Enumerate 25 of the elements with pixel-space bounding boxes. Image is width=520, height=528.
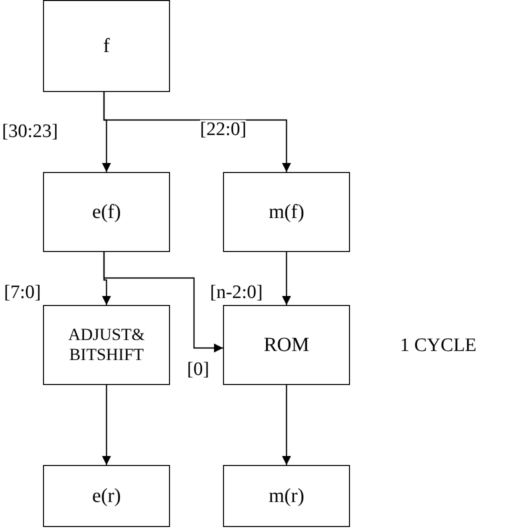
timing-note: 1 CYCLE <box>400 335 477 357</box>
block-box <box>43 465 170 527</box>
arrow <box>103 92 291 172</box>
block-box <box>223 305 350 385</box>
block-label: m(f) <box>268 200 304 224</box>
block-box <box>43 305 170 385</box>
arrow <box>282 252 291 305</box>
block-box <box>43 0 170 92</box>
edge-label: [0] <box>187 360 210 379</box>
block-label: ROM <box>264 334 310 356</box>
block-box <box>223 172 350 252</box>
edge-label: [22:0] <box>200 120 246 139</box>
edge-label: [n-2:0] <box>210 283 263 302</box>
block-box <box>223 465 350 527</box>
block-label: m(r) <box>268 484 304 508</box>
block-box <box>43 172 170 252</box>
block-label: e(r) <box>92 484 121 508</box>
arrow <box>103 252 223 352</box>
block-label: ADJUST& BITSHIFT <box>67 325 146 365</box>
block-label: e(f) <box>92 200 121 224</box>
arrow <box>282 385 291 465</box>
edge-label: [7:0] <box>4 283 41 302</box>
arrow <box>102 385 111 465</box>
block-label: f <box>103 34 110 58</box>
edge-label: [30:23] <box>2 122 58 141</box>
